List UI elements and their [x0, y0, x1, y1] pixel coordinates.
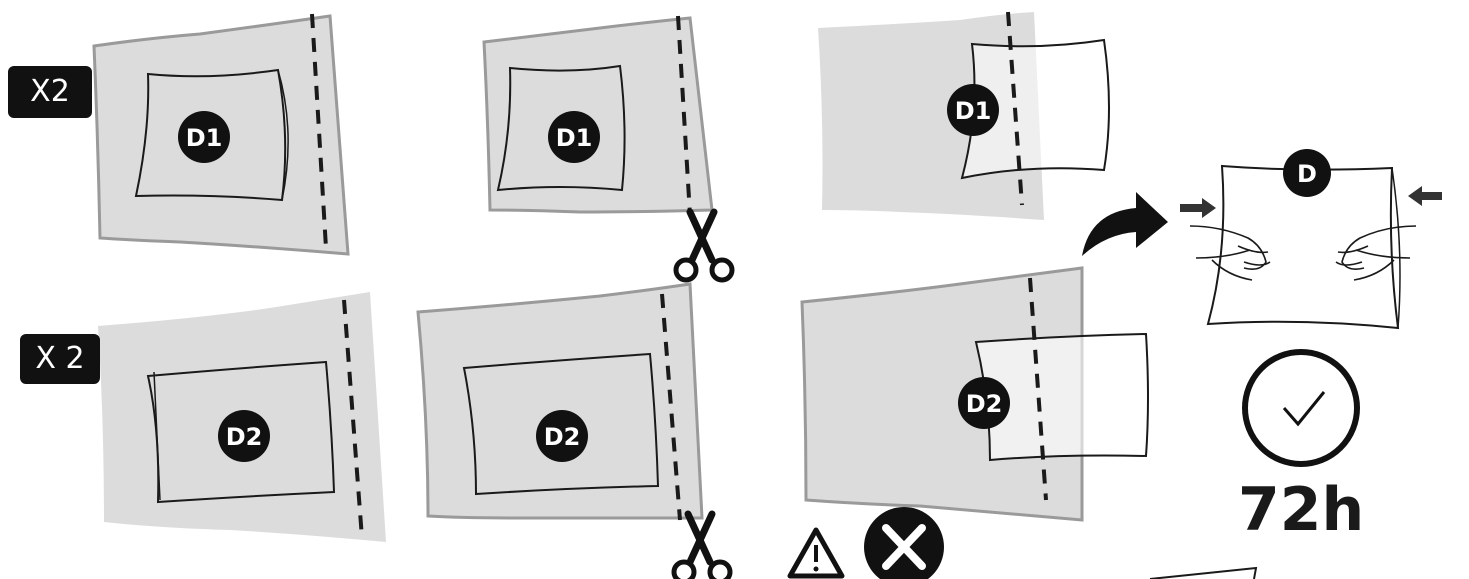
quantity-badge-step2: X 2	[20, 334, 100, 384]
wait-time-label: 72h	[1238, 475, 1365, 545]
svg-text:D1: D1	[955, 97, 992, 125]
quantity-badge-step1: X2	[8, 66, 92, 118]
warning-icon	[787, 527, 845, 579]
pillow-tag-d2-c: D2	[958, 377, 1010, 429]
svg-text:D2: D2	[966, 390, 1003, 418]
vacuum-bag-d1-removing	[818, 11, 1110, 220]
pillow-tag-d1-b: D1	[548, 111, 600, 163]
svg-text:D1: D1	[186, 124, 223, 152]
pillow-tag-d1-c: D1	[947, 84, 999, 136]
prohibited-icon	[864, 507, 944, 579]
pillow-tag-d2-a: D2	[218, 410, 270, 462]
svg-text:D2: D2	[226, 423, 263, 451]
vacuum-bag-d1-cut	[482, 15, 714, 216]
pillow-d-fluffing: D	[1180, 149, 1442, 330]
pillow-tag-d	[1283, 149, 1331, 197]
scissors-icon	[673, 208, 735, 283]
svg-text:D2: D2	[544, 423, 581, 451]
vacuum-bag-d2-cut	[416, 282, 704, 521]
pillow-tag-d1-a: D1	[178, 111, 230, 163]
curved-arrow-icon	[1082, 192, 1168, 256]
checkmark-clock-icon	[1242, 349, 1360, 467]
vacuum-bag-d2-removing	[800, 266, 1149, 522]
press-arrow-icon	[1408, 186, 1442, 206]
pillow-tag-d-label: D	[1297, 160, 1317, 188]
pillow-tag-d2-b: D2	[536, 410, 588, 462]
hands-icon	[1189, 225, 1417, 281]
scissors-icon	[671, 510, 733, 579]
press-arrow-icon	[1180, 198, 1216, 218]
next-pillow-edge	[1149, 566, 1258, 579]
svg-text:D1: D1	[556, 124, 593, 152]
